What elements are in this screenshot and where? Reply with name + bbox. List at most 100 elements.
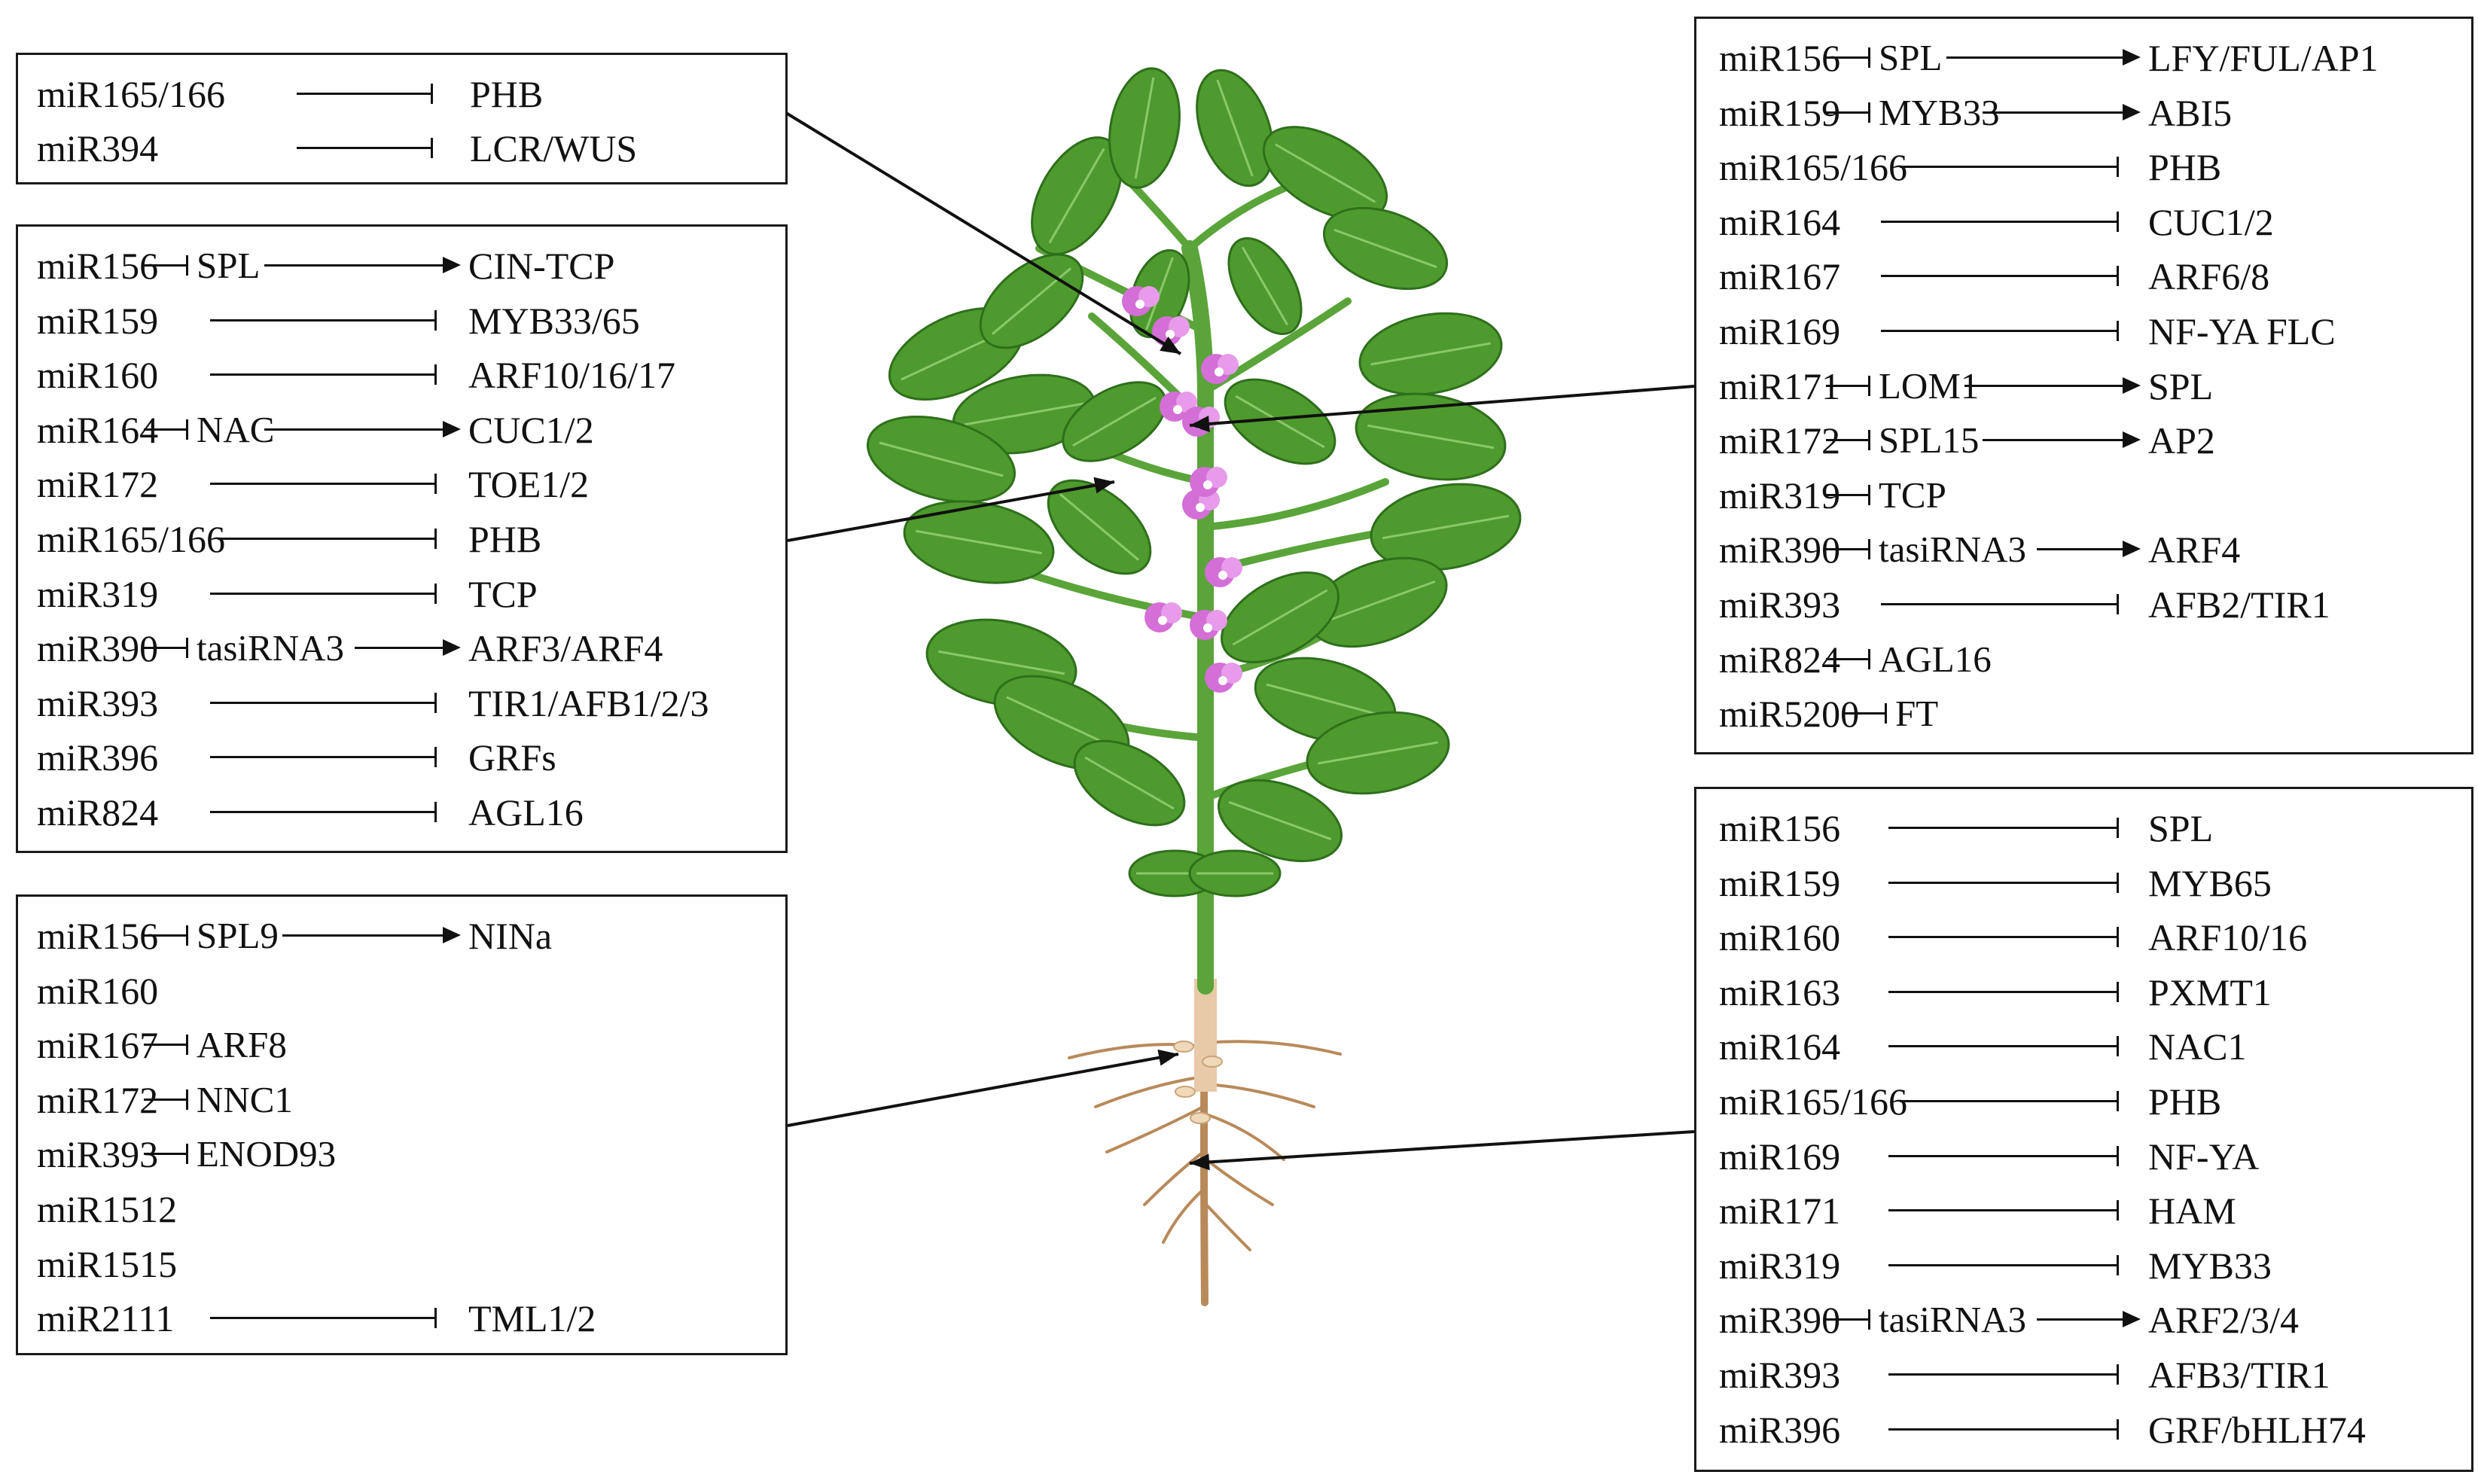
target-gene: PXMT1 (2148, 971, 2272, 1013)
callout-arrowhead (1190, 1153, 1210, 1171)
leaf-midrib (1266, 683, 1385, 718)
target-gene: PHB (468, 518, 542, 560)
activation-arrow (1964, 376, 2141, 394)
inhibition-connector (144, 925, 188, 946)
inhibition-connector (1826, 102, 1870, 123)
inhibition-connector (1881, 266, 2119, 287)
target-gene: ARF10/16 (2148, 916, 2308, 959)
root-nodule (1202, 1056, 1223, 1068)
intermediate-gene: tasiRNA3 (1879, 529, 2026, 571)
mirna-label: miR396 (1719, 1408, 1841, 1451)
inhibition-connector (210, 474, 437, 495)
target-gene: ARF6/8 (2148, 255, 2270, 298)
mirna-label: miR167 (1719, 255, 1841, 298)
gene-row: miR1515 (18, 1237, 785, 1291)
mirna-label: miR164 (37, 408, 159, 451)
inhibition-connector (1826, 375, 1870, 396)
leaf-midrib (1318, 741, 1438, 765)
leaf-midrib (879, 441, 1004, 477)
gene-row: miR319 TCP (18, 567, 785, 621)
target-gene: ABI5 (2148, 91, 2233, 134)
inhibition-connector (1881, 321, 2119, 341)
target-gene: TML1/2 (468, 1297, 596, 1340)
target-gene: TCP (468, 572, 538, 615)
lateral-root (1205, 1113, 1285, 1161)
inhibition-connector (144, 419, 188, 440)
mirna-label: miR1512 (37, 1188, 178, 1230)
leaf-midrib (1382, 514, 1509, 540)
target-gene: NF-YA (2148, 1135, 2260, 1178)
inhibition-connector (1826, 484, 1870, 505)
target-gene: MYB33/65 (468, 299, 640, 342)
target-gene: SPL (2148, 807, 2214, 849)
inhibition-connector (218, 529, 437, 549)
leaf-midrib (1274, 143, 1376, 203)
inhibition-connector (210, 364, 437, 385)
root-nodule (1190, 1112, 1211, 1124)
gene-row: miR167 ARF6/8 (1696, 249, 2471, 303)
intermediate-gene: AGL16 (1879, 638, 1992, 680)
inhibition-connector (144, 1089, 188, 1110)
target-gene: AFB2/TIR1 (2148, 584, 2330, 626)
intermediate-gene: SPL (197, 245, 261, 286)
main-stem (1181, 240, 1214, 995)
inhibition-connector (1888, 1254, 2119, 1275)
target-gene: PHB (470, 73, 544, 115)
leaf-midrib (1072, 396, 1157, 447)
mirna-label: miR171 (1719, 1190, 1841, 1233)
inhibition-connector (1888, 1418, 2119, 1440)
mirna-label: miR394 (37, 127, 159, 169)
target-gene: TOE1/2 (468, 463, 590, 506)
activation-arrow (264, 257, 461, 273)
target-gene: SPL (2148, 364, 2214, 407)
inhibition-connector (1888, 1036, 2119, 1057)
target-gene: HAM (2148, 1190, 2236, 1233)
activation-arrow (1983, 103, 2141, 120)
inhibition-connector (210, 692, 437, 713)
target-gene: NAC1 (2148, 1025, 2247, 1068)
target-gene: NINa (468, 915, 553, 957)
inhibition-connector (144, 638, 188, 659)
mirna-label: miR160 (1719, 916, 1841, 959)
flower-center (1218, 571, 1227, 580)
intermediate-gene: FT (1895, 693, 1939, 735)
mirna-label: miR390 (37, 627, 159, 670)
inhibition-connector (1826, 47, 1870, 68)
mirna-label: miR160 (37, 969, 159, 1012)
mirna-label: miR169 (1719, 1135, 1841, 1178)
mirna-label: miR165/166 (1719, 1080, 1908, 1123)
mirna-label: miR393 (1719, 584, 1841, 626)
gene-row: miR169 NF-YA (1696, 1129, 2471, 1184)
inhibition-connector (1842, 703, 1887, 724)
flower-center (1173, 405, 1182, 414)
intermediate-gene: SPL9 (197, 915, 279, 956)
target-gene: ARF4 (2148, 529, 2241, 571)
callout-line (1189, 1130, 1695, 1165)
mirna-label: miR824 (37, 791, 159, 833)
leaf-midrib (1241, 246, 1289, 326)
lateral-root (1205, 1203, 1251, 1251)
mirna-label: miR390 (1719, 1299, 1841, 1342)
target-gene: PHB (2148, 1080, 2222, 1123)
mirna-label: miR319 (37, 572, 159, 615)
intermediate-gene: MYB33 (1879, 91, 2000, 133)
inhibition-connector (297, 84, 433, 104)
root-nodule (1175, 1086, 1196, 1098)
